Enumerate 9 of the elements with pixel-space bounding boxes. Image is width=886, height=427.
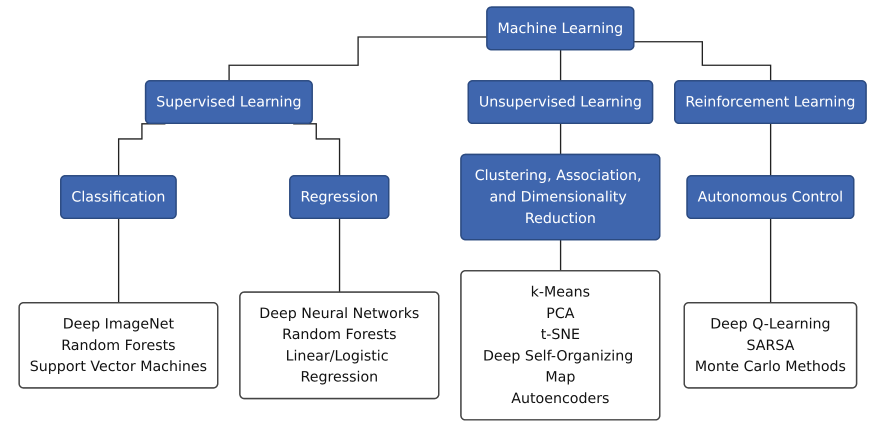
connector [339, 218, 341, 294]
connector [770, 123, 772, 177]
connector [770, 218, 772, 304]
connector [228, 36, 488, 82]
connector [560, 123, 562, 156]
connector [118, 218, 120, 304]
connector [560, 239, 562, 272]
connector [634, 41, 772, 82]
connector [560, 50, 562, 82]
